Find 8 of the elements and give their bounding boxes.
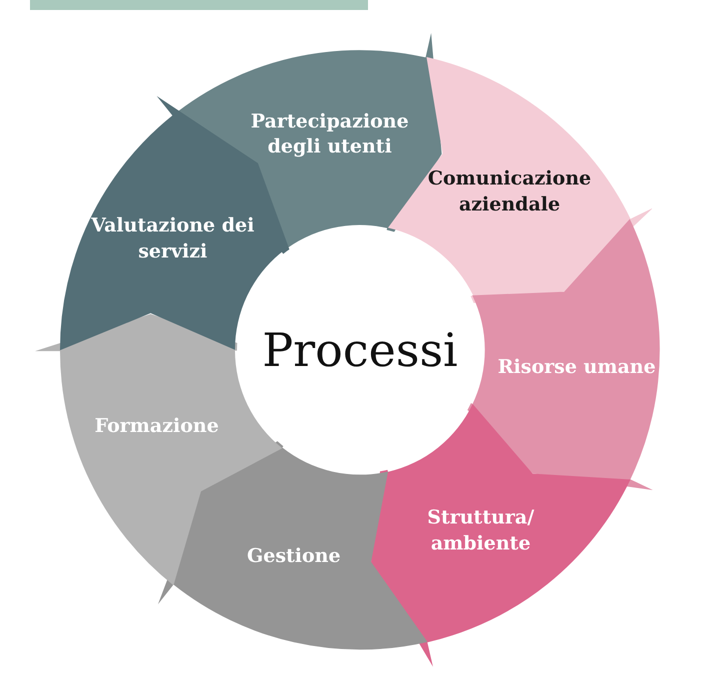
segment-label: Formazione bbox=[94, 414, 220, 440]
segment-label: Gestione bbox=[246, 544, 342, 570]
segment-label: Valutazione dei servizi bbox=[90, 214, 256, 264]
segment-label: Partecipazione degli utenti bbox=[250, 108, 410, 160]
segment-label: Comunicazione aziendale bbox=[426, 166, 592, 218]
center-title: Processi bbox=[262, 323, 458, 377]
segment-label: Struttura/ ambiente bbox=[426, 505, 536, 556]
segment-label: Risorse umane bbox=[496, 356, 657, 381]
